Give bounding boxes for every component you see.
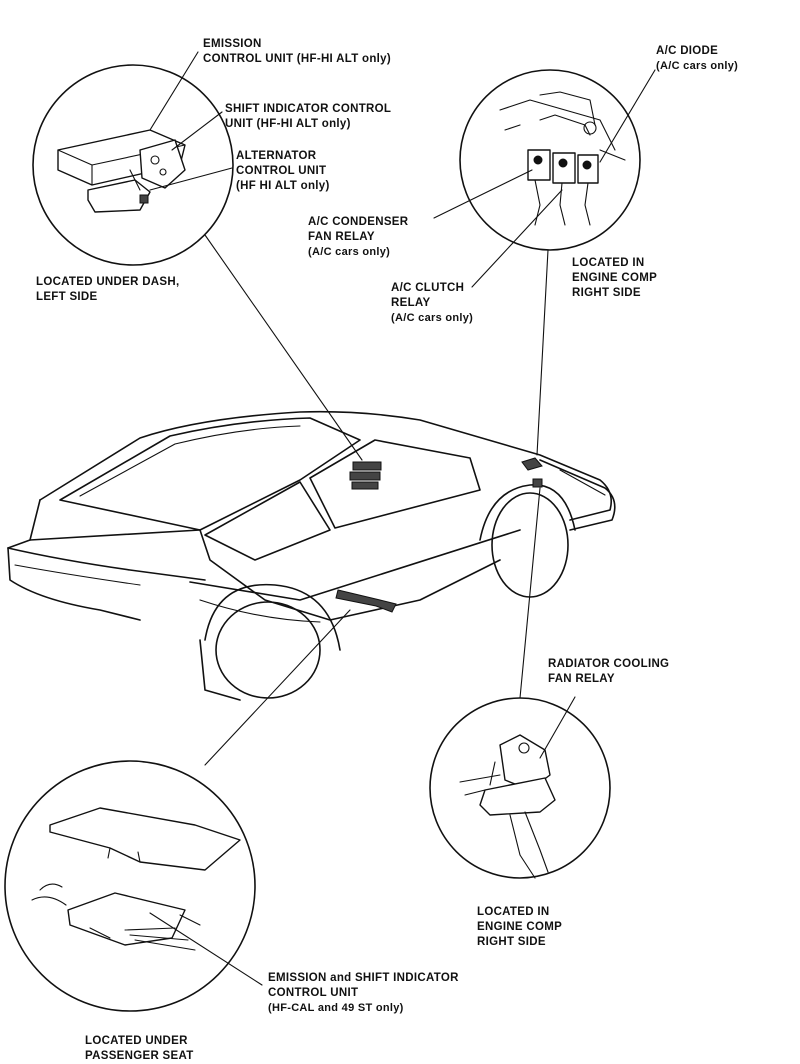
shift-indicator-control-unit-label: SHIFT INDICATOR CONTROL UNIT (HF-HI ALT … — [225, 102, 391, 132]
label-line: LOCATED IN — [477, 906, 550, 918]
label-line: CONTROL UNIT (HF-HI ALT only) — [203, 53, 391, 65]
under-dash-circle — [32, 64, 234, 266]
label-line: (A/C cars only) — [391, 312, 474, 324]
connector-dash-to-car — [204, 234, 363, 461]
label-line: FAN RELAY — [548, 673, 615, 685]
connector-engine-bottom-to-car — [519, 487, 541, 699]
label-line: LOCATED UNDER — [85, 1035, 188, 1047]
ac-condenser-fan-relay-label: A/C CONDENSER FAN RELAY (A/C cars only) — [308, 215, 408, 260]
emission-shift-indicator-unit-label: EMISSION and SHIFT INDICATOR CONTROL UNI… — [268, 971, 459, 1016]
ac-clutch-relay-label: A/C CLUTCH RELAY (A/C cars only) — [391, 281, 473, 326]
label-line: EMISSION and SHIFT INDICATOR — [268, 972, 459, 984]
label-line: PASSENGER SEAT — [85, 1050, 194, 1062]
emission-control-unit-label: EMISSION CONTROL UNIT (HF-HI ALT only) — [203, 37, 391, 67]
located-engine-comp-bottom-label: LOCATED IN ENGINE COMP RIGHT SIDE — [477, 905, 562, 950]
label-line: SHIFT INDICATOR CONTROL — [225, 103, 392, 115]
connector-engine-top-to-car — [536, 249, 549, 456]
label-line: ALTERNATOR — [236, 150, 317, 162]
label-line: (HF-CAL and 49 ST only) — [268, 1002, 404, 1014]
engine-comp-top-circle — [459, 69, 641, 251]
label-line: ENGINE COMP — [477, 921, 563, 933]
located-under-dash-label: LOCATED UNDER DASH, LEFT SIDE — [36, 275, 180, 305]
car-illustration — [7, 410, 616, 701]
label-line: LOCATED IN — [572, 257, 645, 269]
passenger-seat-circle — [4, 760, 256, 1012]
label-line: RADIATOR COOLING — [548, 658, 670, 670]
label-line: (A/C cars only) — [656, 60, 739, 72]
label-line: A/C CLUTCH — [391, 282, 465, 294]
label-line: CONTROL UNIT — [268, 987, 359, 999]
ac-diode-label: A/C DIODE (A/C cars only) — [656, 44, 738, 74]
passenger-seat-components — [31, 807, 241, 951]
under-dash-components — [57, 129, 186, 213]
label-line: RELAY — [391, 297, 431, 309]
label-line: RIGHT SIDE — [572, 287, 641, 299]
label-line: FAN RELAY — [308, 231, 375, 243]
label-line: ENGINE COMP — [572, 272, 658, 284]
label-line: EMISSION — [203, 38, 262, 50]
connector-seat-to-car — [204, 609, 351, 766]
label-line: (A/C cars only) — [308, 246, 391, 258]
engine-comp-top-components — [499, 91, 626, 226]
label-line: LEFT SIDE — [36, 291, 98, 303]
label-line: LOCATED UNDER DASH, — [36, 276, 180, 288]
label-line: A/C CONDENSER — [308, 216, 409, 228]
alternator-control-unit-label: ALTERNATOR CONTROL UNIT (HF HI ALT only) — [236, 149, 330, 194]
label-line: UNIT (HF-HI ALT only) — [225, 118, 351, 130]
engine-comp-bottom-components — [459, 734, 556, 879]
label-line: CONTROL UNIT — [236, 165, 327, 177]
label-line: RIGHT SIDE — [477, 936, 546, 948]
located-under-passenger-seat-label: LOCATED UNDER PASSENGER SEAT — [85, 1034, 194, 1064]
radiator-cooling-fan-relay-label: RADIATOR COOLING FAN RELAY — [548, 657, 669, 687]
label-line: (HF HI ALT only) — [236, 180, 330, 192]
label-line: A/C DIODE — [656, 45, 719, 57]
located-engine-comp-top-label: LOCATED IN ENGINE COMP RIGHT SIDE — [572, 256, 657, 301]
